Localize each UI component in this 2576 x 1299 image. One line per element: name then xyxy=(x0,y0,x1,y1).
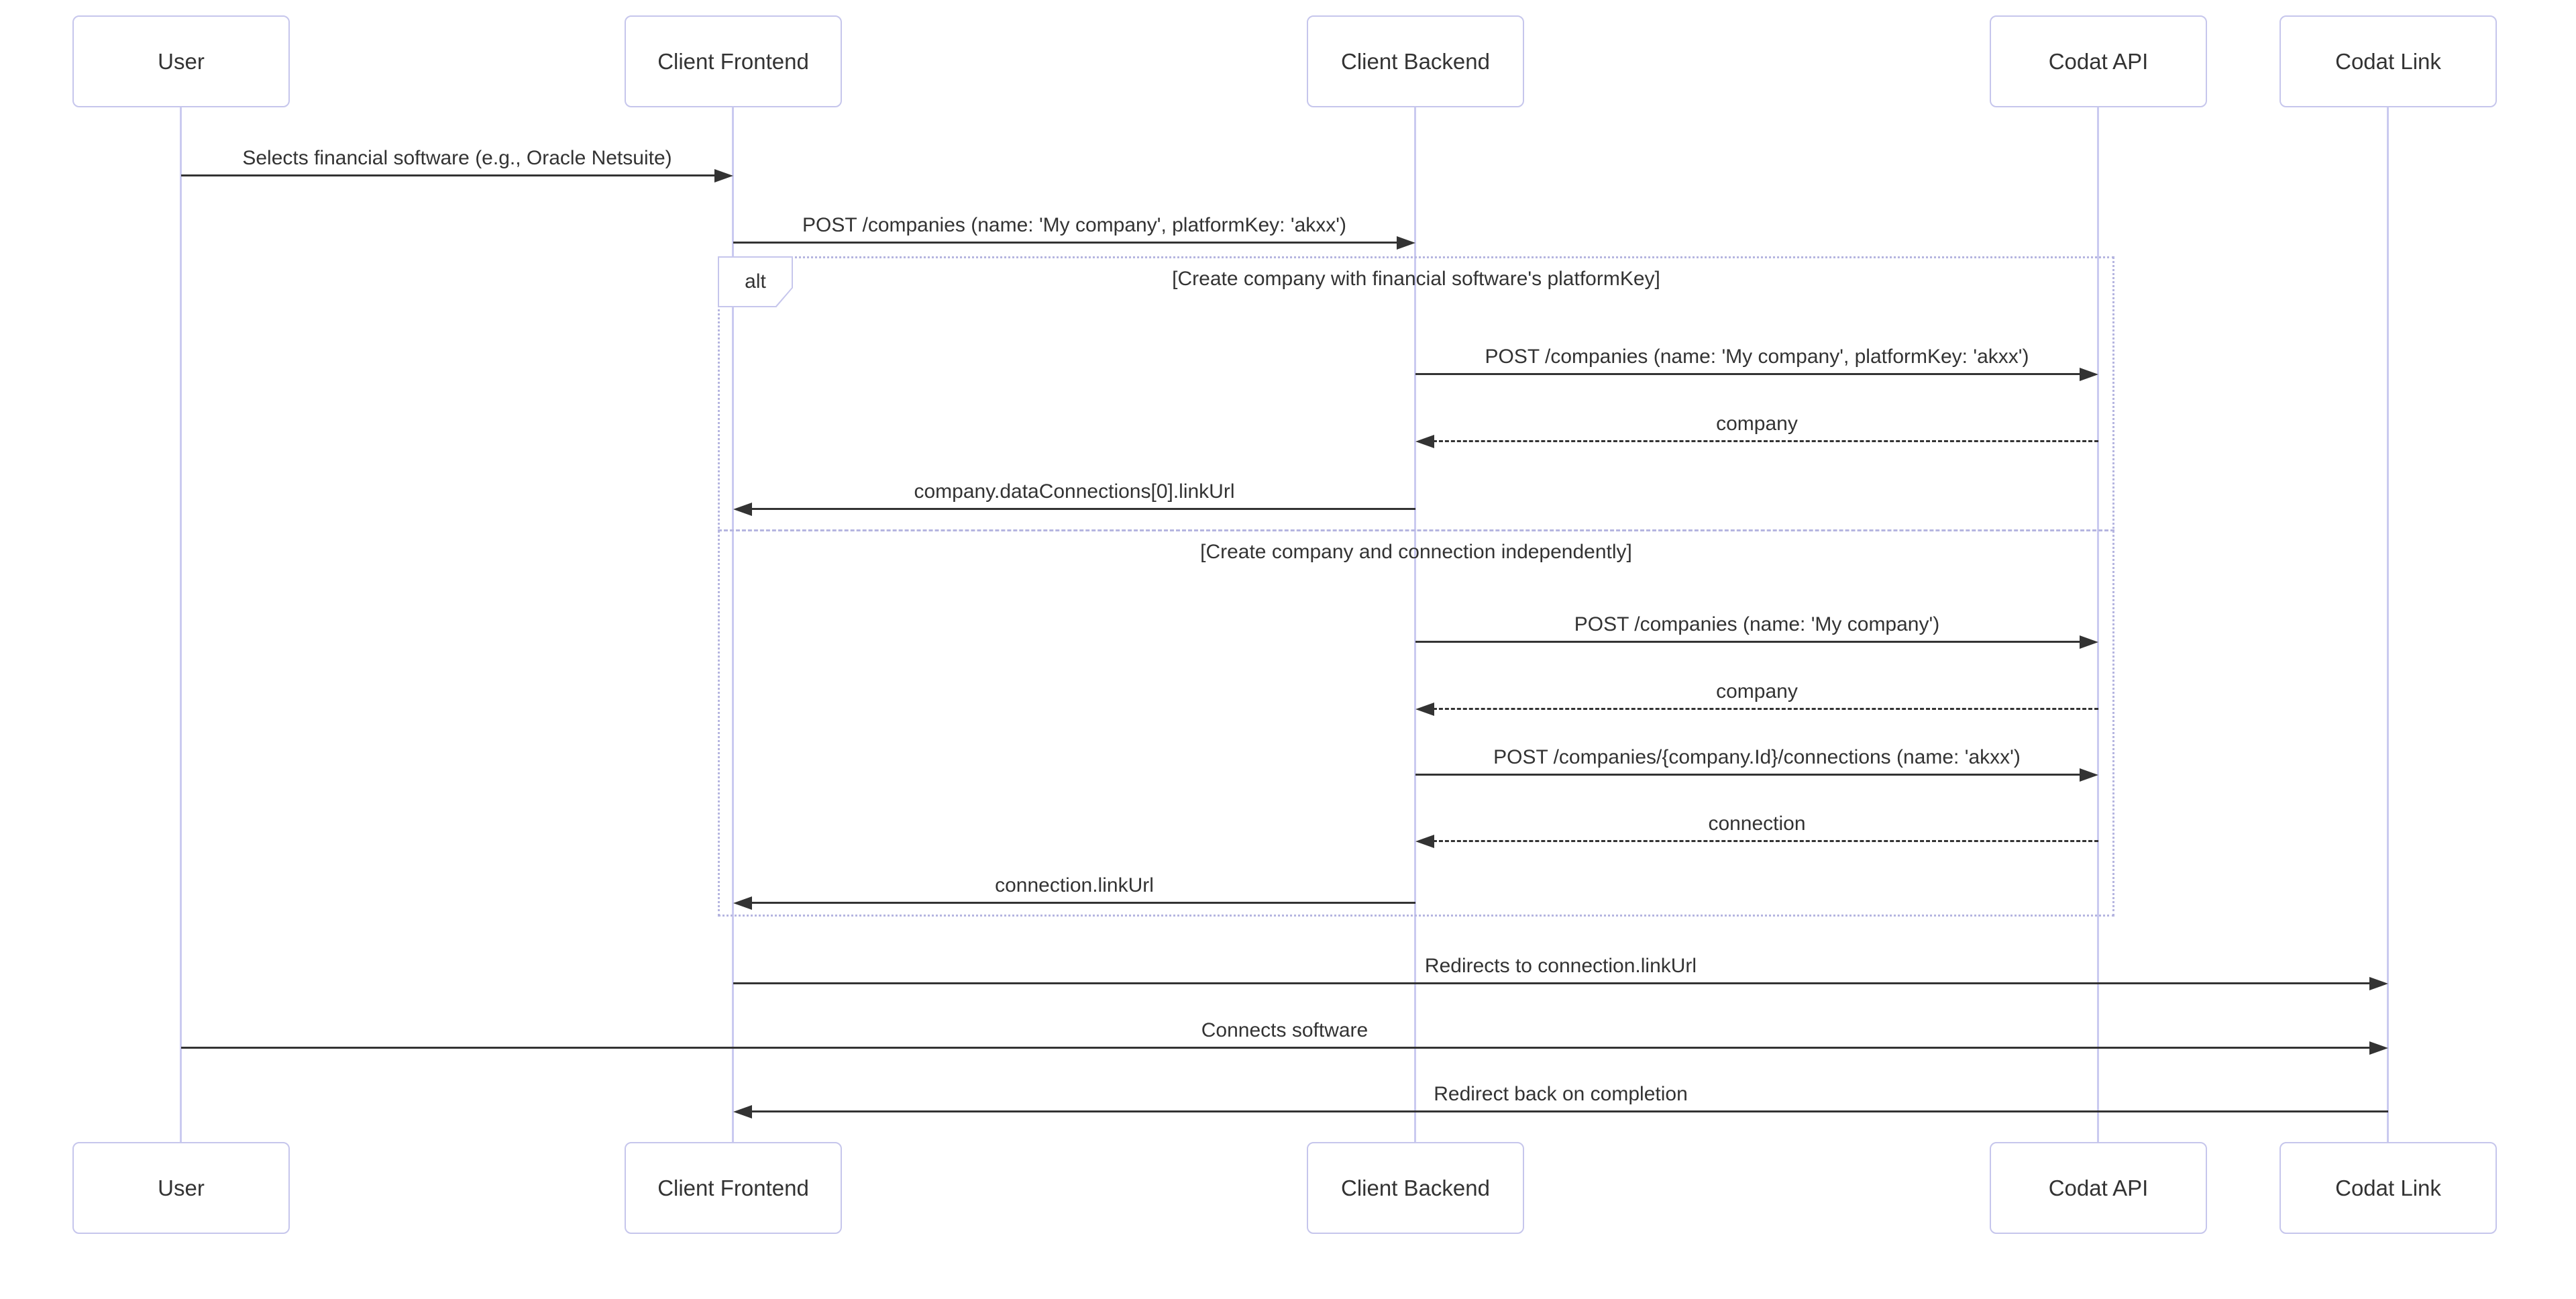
arrowhead-icon xyxy=(2080,635,2098,649)
message-line xyxy=(751,902,1415,904)
arrowhead-icon xyxy=(2080,368,2098,381)
message-line xyxy=(733,242,1398,244)
message-line xyxy=(181,1047,2371,1049)
message-line xyxy=(733,982,2371,984)
message-label: Redirect back on completion xyxy=(1434,1083,1688,1105)
message-label: Selects financial software (e.g., Oracle… xyxy=(242,147,672,169)
message-label: company.dataConnections[0].linkUrl xyxy=(914,480,1235,503)
actor-codat-api-top: Codat API xyxy=(1990,15,2207,107)
message-line xyxy=(181,174,716,176)
message-line xyxy=(1433,440,2098,442)
arrowhead-icon xyxy=(1397,236,1415,250)
alt-frame-divider xyxy=(718,529,2114,531)
alt-condition-2: [Create company and connection independe… xyxy=(1200,541,1632,563)
message-label: POST /companies (name: 'My company', pla… xyxy=(802,214,1346,236)
actor-codat-api-bottom: Codat API xyxy=(1990,1142,2207,1234)
lifeline-codat-link xyxy=(2387,107,2389,1142)
lifeline-client-frontend xyxy=(732,107,734,1142)
arrowhead-icon xyxy=(2369,1041,2388,1055)
arrowhead-icon xyxy=(733,503,752,516)
message-label: Connects software xyxy=(1201,1019,1368,1041)
arrowhead-icon xyxy=(1415,835,1434,848)
alt-frame xyxy=(718,256,2114,917)
actor-user-top: User xyxy=(72,15,290,107)
arrowhead-icon xyxy=(733,1105,752,1119)
lifeline-codat-api xyxy=(2097,107,2099,1142)
actor-codat-link-bottom: Codat Link xyxy=(2279,1142,2497,1234)
message-label: POST /companies (name: 'My company', pla… xyxy=(1485,346,2029,368)
message-label: Redirects to connection.linkUrl xyxy=(1424,955,1697,977)
actor-user-bottom: User xyxy=(72,1142,290,1234)
arrowhead-icon xyxy=(2369,977,2388,990)
message-line xyxy=(751,1110,2388,1112)
message-label: POST /companies/{company.Id}/connections… xyxy=(1493,746,2021,768)
alt-operator-badge: alt xyxy=(718,256,793,307)
message-label: connection.linkUrl xyxy=(995,874,1154,896)
actor-client-backend-bottom: Client Backend xyxy=(1307,1142,1524,1234)
message-label: POST /companies (name: 'My company') xyxy=(1574,613,1940,635)
message-line xyxy=(1415,774,2081,776)
message-line xyxy=(751,508,1415,510)
arrowhead-icon xyxy=(733,896,752,910)
arrowhead-icon xyxy=(1415,703,1434,716)
alt-condition-1: [Create company with financial software'… xyxy=(1172,268,1660,290)
actor-client-frontend-top: Client Frontend xyxy=(625,15,842,107)
actor-client-frontend-bottom: Client Frontend xyxy=(625,1142,842,1234)
lifeline-user xyxy=(180,107,182,1142)
message-line xyxy=(1433,840,2098,842)
message-label: company xyxy=(1716,413,1798,435)
message-line xyxy=(1415,641,2081,643)
arrowhead-icon xyxy=(714,169,733,183)
message-line xyxy=(1433,708,2098,710)
message-label: company xyxy=(1716,680,1798,703)
lifeline-client-backend xyxy=(1414,107,1416,1142)
message-line xyxy=(1415,373,2081,375)
message-label: connection xyxy=(1708,813,1806,835)
arrowhead-icon xyxy=(2080,768,2098,782)
alt-badge-label: alt xyxy=(719,258,792,306)
actor-codat-link-top: Codat Link xyxy=(2279,15,2497,107)
arrowhead-icon xyxy=(1415,435,1434,448)
actor-client-backend-top: Client Backend xyxy=(1307,15,1524,107)
